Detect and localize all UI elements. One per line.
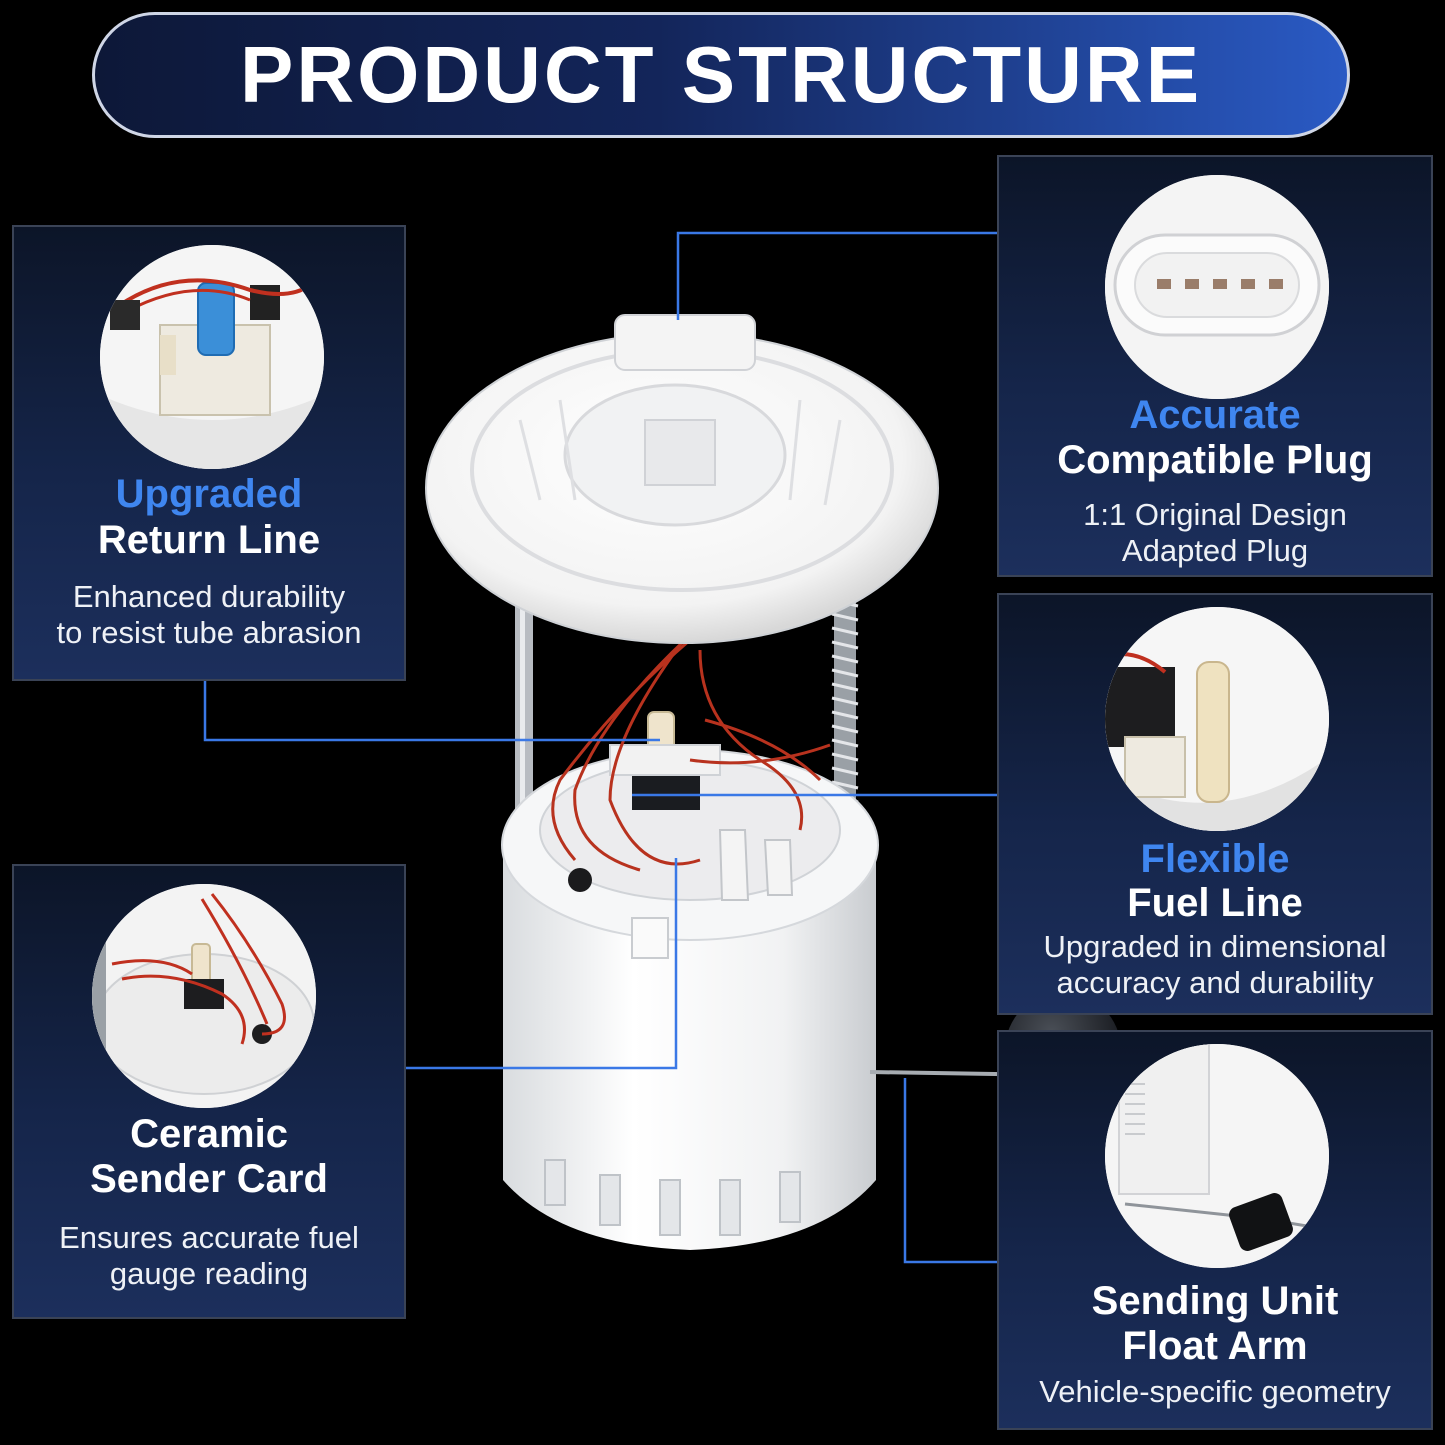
- return-line-desc-2: to resist tube abrasion: [56, 615, 362, 650]
- return-line-desc-1: Enhanced durability: [72, 579, 346, 614]
- banner-title: PRODUCT STRUCTURE: [239, 30, 1203, 119]
- sender-card-title-2: Sender Card: [90, 1157, 328, 1201]
- plug-callout: Accurate Compatible Plug 1:1 Original De…: [997, 155, 1433, 577]
- float-arm-desc-1: Vehicle-specific geometry: [1039, 1374, 1391, 1409]
- plug-desc-1: 1:1 Original Design: [1083, 497, 1347, 532]
- plug-title: Compatible Plug: [1057, 438, 1373, 482]
- return-line-accent: Upgraded: [115, 472, 303, 516]
- sender-card-callout: Ceramic Sender Card Ensures accurate fue…: [12, 864, 406, 1319]
- fuel-line-desc-2: accuracy and durability: [1056, 965, 1374, 1000]
- sender-card-thumb-icon: [92, 884, 316, 1108]
- sender-card-desc-1: Ensures accurate fuel: [59, 1220, 359, 1255]
- title-banner: PRODUCT STRUCTURE: [92, 12, 1350, 138]
- sender-card-title-1: Ceramic: [130, 1112, 288, 1156]
- sender-card-desc-2: gauge reading: [109, 1256, 309, 1291]
- plug-accent: Accurate: [1129, 393, 1301, 437]
- fuel-line-thumb-icon: [1105, 607, 1329, 831]
- float-arm-callout: Sending Unit Float Arm Vehicle-specific …: [997, 1030, 1433, 1430]
- float-arm-title-1: Sending Unit: [1091, 1279, 1339, 1323]
- float-arm-title-2: Float Arm: [1122, 1324, 1308, 1368]
- return-line-title: Return Line: [97, 518, 321, 562]
- fuel-line-title: Fuel Line: [1127, 881, 1303, 925]
- fuel-line-accent: Flexible: [1140, 837, 1290, 881]
- fuel-line-desc-1: Upgraded in dimensional: [1043, 929, 1387, 964]
- float-arm-thumb-icon: [1105, 1044, 1329, 1268]
- plug-desc-2: Adapted Plug: [1121, 533, 1309, 568]
- return-line-callout: Upgraded Return Line Enhanced durability…: [12, 225, 406, 681]
- return-line-thumb-icon: [100, 245, 324, 469]
- fuel-line-callout: Flexible Fuel Line Upgraded in dimension…: [997, 593, 1433, 1015]
- plug-thumb-icon: [1105, 175, 1329, 399]
